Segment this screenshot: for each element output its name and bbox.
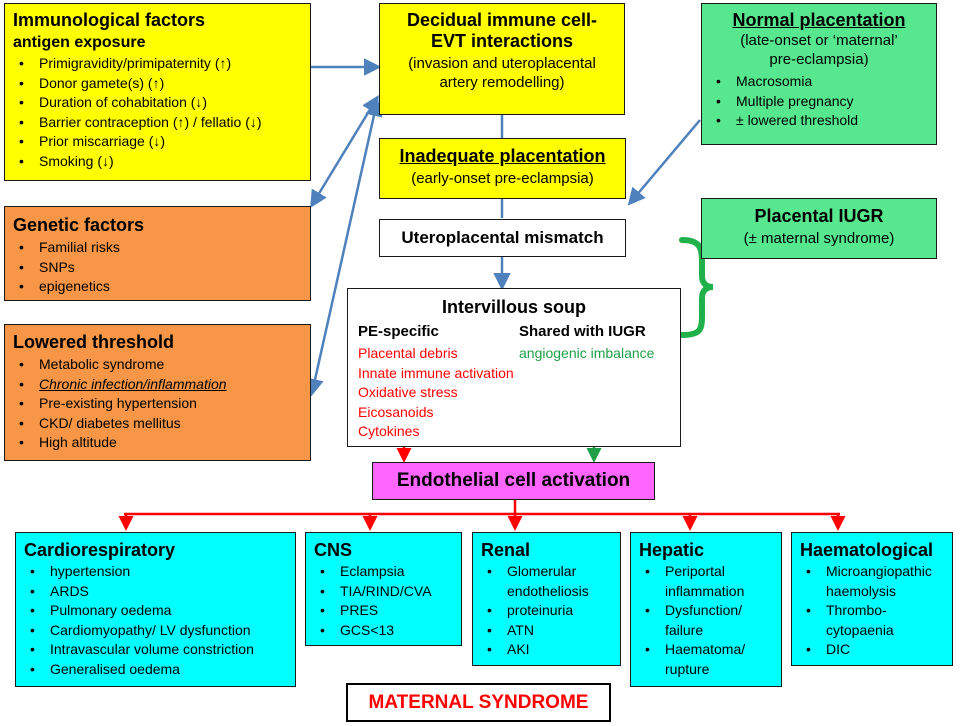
haem-list: Microangiopathic haemolysis Thrombo-cyto…: [800, 562, 944, 660]
list-item: Glomerular endotheliosis: [481, 562, 612, 601]
list-item: DIC: [800, 640, 944, 660]
arrow-genetic-decidual: [312, 98, 377, 205]
lowered-title: Lowered threshold: [13, 332, 302, 353]
mismatch-title: Uteroplacental mismatch: [384, 227, 621, 248]
cns-list: Eclampsia TIA/RIND/CVA PRES GCS<13: [314, 562, 453, 640]
list-item: Smoking (↓): [13, 152, 302, 172]
decidual-sub-line1: (invasion and uteroplacental: [384, 54, 620, 73]
soup-shared-list: angiogenic imbalance: [519, 344, 654, 364]
list-item: Duration of cohabitation (↓): [13, 93, 302, 113]
list-item: Macrosomia: [710, 72, 928, 92]
list-item: GCS<13: [314, 621, 453, 641]
list-item: AKI: [481, 640, 612, 660]
list-item: ARDS: [24, 582, 287, 602]
list-item: Chronic infection/inflammation: [13, 375, 302, 395]
genetic-list: Familial risks SNPs epigenetics: [13, 238, 302, 297]
list-item: Oxidative stress: [358, 383, 514, 403]
list-item: Microangiopathic haemolysis: [800, 562, 944, 601]
genetic-factors-box: Genetic factors Familial risks SNPs epig…: [4, 206, 311, 301]
cardio-title: Cardiorespiratory: [24, 540, 287, 561]
maternal-syndrome-box: MATERNAL SYNDROME: [346, 683, 611, 722]
normal-placentation-title: Normal placentation: [710, 10, 928, 31]
decidual-box: Decidual immune cell- EVT interactions (…: [379, 3, 625, 115]
haematological-box: Haematological Microangiopathic haemolys…: [791, 532, 953, 666]
list-item: Primigravidity/primipaternity (↑): [13, 54, 302, 74]
maternal-title: MATERNAL SYNDROME: [352, 692, 605, 713]
cns-title: CNS: [314, 540, 453, 561]
list-item: proteinuria: [481, 601, 612, 621]
list-item: PRES: [314, 601, 453, 621]
list-item: epigenetics: [13, 277, 302, 297]
renal-list: Glomerular endotheliosis proteinuria ATN…: [481, 562, 612, 660]
list-item: Multiple pregnancy: [710, 92, 928, 112]
list-item: Prior miscarriage (↓): [13, 132, 302, 152]
list-item: Placental debris: [358, 344, 514, 364]
list-item: Eicosanoids: [358, 403, 514, 423]
renal-box: Renal Glomerular endotheliosis proteinur…: [472, 532, 621, 666]
inadequate-placentation-box: Inadequate placentation (early-onset pre…: [379, 138, 626, 199]
arrow-normal-to-mismatch: [630, 120, 700, 203]
immunological-subtitle: antigen exposure: [13, 33, 302, 52]
renal-title: Renal: [481, 540, 612, 561]
list-item: ATN: [481, 621, 612, 641]
placental-iugr-box: Placental IUGR (± maternal syndrome): [701, 198, 937, 259]
lowered-threshold-box: Lowered threshold Metabolic syndrome Chr…: [4, 324, 311, 461]
list-item: Eclampsia: [314, 562, 453, 582]
iugr-sub: (± maternal syndrome): [706, 229, 932, 249]
normal-placentation-sub2: pre-eclampsia): [710, 50, 928, 69]
genetic-title: Genetic factors: [13, 215, 302, 236]
immunological-list: Primigravidity/primipaternity (↑) Donor …: [13, 54, 302, 171]
immunological-factors-box: Immunological factors antigen exposure P…: [4, 3, 311, 181]
decidual-sub-line2: artery remodelling): [384, 73, 620, 92]
list-item: Dysfunction/ failure: [639, 601, 773, 640]
uteroplacental-mismatch-box: Uteroplacental mismatch: [379, 219, 626, 257]
list-item: Intravascular volume constriction: [24, 640, 287, 660]
cardiorespiratory-box: Cardiorespiratory hypertension ARDS Pulm…: [15, 532, 296, 687]
list-item: Cardiomyopathy/ LV dysfunction: [24, 621, 287, 641]
normal-placentation-sub1: (late-onset or ‘maternal’: [710, 31, 928, 50]
endothelial-title: Endothelial cell activation: [377, 470, 650, 491]
list-item: Pre-existing hypertension: [13, 394, 302, 414]
list-item: Periportal inflammation: [639, 562, 773, 601]
list-item: hypertension: [24, 562, 287, 582]
list-item: Donor gamete(s) (↑): [13, 74, 302, 94]
intervillous-soup-box: Intervillous soup PE-specific Shared wit…: [347, 288, 681, 447]
list-item: ± lowered threshold: [710, 111, 928, 131]
inadequate-sub: (early-onset pre-eclampsia): [384, 169, 621, 189]
lowered-list: Metabolic syndrome Chronic infection/inf…: [13, 355, 302, 453]
normal-placentation-list: Macrosomia Multiple pregnancy ± lowered …: [710, 72, 928, 131]
iugr-title: Placental IUGR: [706, 206, 932, 227]
inadequate-title: Inadequate placentation: [384, 146, 621, 167]
haem-title: Haematological: [800, 540, 944, 561]
soup-shared-header: Shared with IUGR: [519, 323, 646, 340]
list-item: Metabolic syndrome: [13, 355, 302, 375]
list-item: angiogenic imbalance: [519, 344, 654, 364]
list-item: Familial risks: [13, 238, 302, 258]
hepatic-title: Hepatic: [639, 540, 773, 561]
list-item: CKD/ diabetes mellitus: [13, 414, 302, 434]
normal-placentation-box: Normal placentation (late-onset or ‘mate…: [701, 3, 937, 145]
endothelial-activation-box: Endothelial cell activation: [372, 462, 655, 500]
list-item: Haematoma/ rupture: [639, 640, 773, 679]
soup-pe-header: PE-specific: [358, 323, 439, 340]
hepatic-box: Hepatic Periportal inflammation Dysfunct…: [630, 532, 782, 687]
list-item: Generalised oedema: [24, 660, 287, 680]
list-item: Innate immune activation: [358, 364, 514, 384]
decidual-title-line1: Decidual immune cell-: [384, 10, 620, 31]
list-item: TIA/RIND/CVA: [314, 582, 453, 602]
list-item: High altitude: [13, 433, 302, 453]
cardio-list: hypertension ARDS Pulmonary oedema Cardi…: [24, 562, 287, 679]
cns-box: CNS Eclampsia TIA/RIND/CVA PRES GCS<13: [305, 532, 462, 646]
decidual-title-line2: EVT interactions: [384, 31, 620, 52]
soup-title: Intervillous soup: [358, 297, 670, 318]
list-item: Cytokines: [358, 422, 514, 442]
hepatic-list: Periportal inflammation Dysfunction/ fai…: [639, 562, 773, 679]
list-item: Barrier contraception (↑) / fellatio (↓): [13, 113, 302, 133]
list-item: SNPs: [13, 258, 302, 278]
list-item: Thrombo-cytopaenia: [800, 601, 944, 640]
list-item: Pulmonary oedema: [24, 601, 287, 621]
immunological-title: Immunological factors: [13, 10, 302, 31]
soup-pe-list: Placental debris Innate immune activatio…: [358, 344, 514, 442]
